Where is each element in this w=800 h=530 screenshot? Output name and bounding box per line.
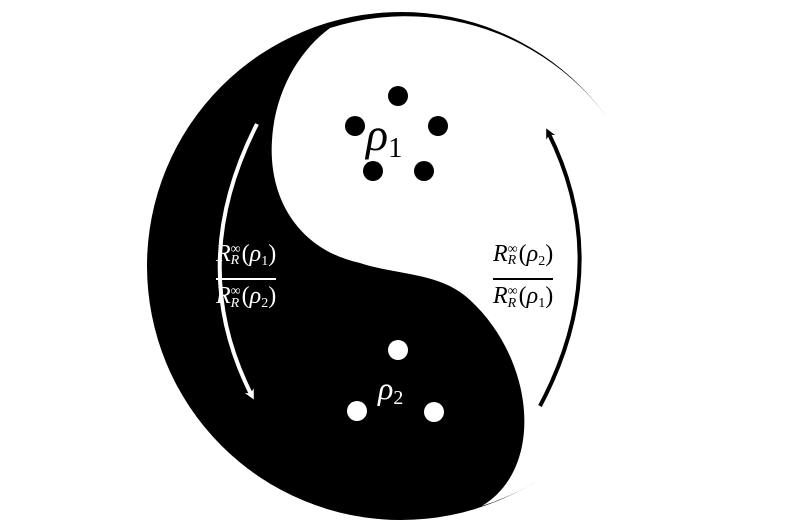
right-arrow	[538, 128, 582, 407]
particle-dot	[424, 402, 444, 422]
right-ratio: R∞R(ρ2) R∞R(ρ1)	[493, 240, 554, 318]
particle-dot	[414, 161, 434, 181]
particle-dot	[363, 161, 383, 181]
left-denominator: R∞R(ρ2)	[216, 283, 277, 312]
fraction-bar	[493, 278, 554, 281]
right-denominator: R∞R(ρ1)	[493, 283, 554, 312]
left-arrow	[217, 123, 259, 400]
left-ratio: R∞R(ρ1) R∞R(ρ2)	[216, 240, 277, 318]
rho2-label: ρ2	[378, 370, 404, 409]
particle-dot	[347, 401, 367, 421]
rho2-particles	[347, 340, 444, 422]
particle-dot	[428, 116, 448, 136]
rho1-label: ρ1	[366, 109, 403, 165]
white-region	[271, 16, 657, 507]
particle-dot	[345, 116, 365, 136]
particle-dot	[388, 86, 408, 106]
fraction-bar	[216, 278, 277, 281]
particle-dot	[388, 340, 408, 360]
left-numerator: R∞R(ρ1)	[216, 241, 277, 270]
rho1-particles	[345, 86, 448, 181]
right-numerator: R∞R(ρ2)	[493, 241, 554, 270]
